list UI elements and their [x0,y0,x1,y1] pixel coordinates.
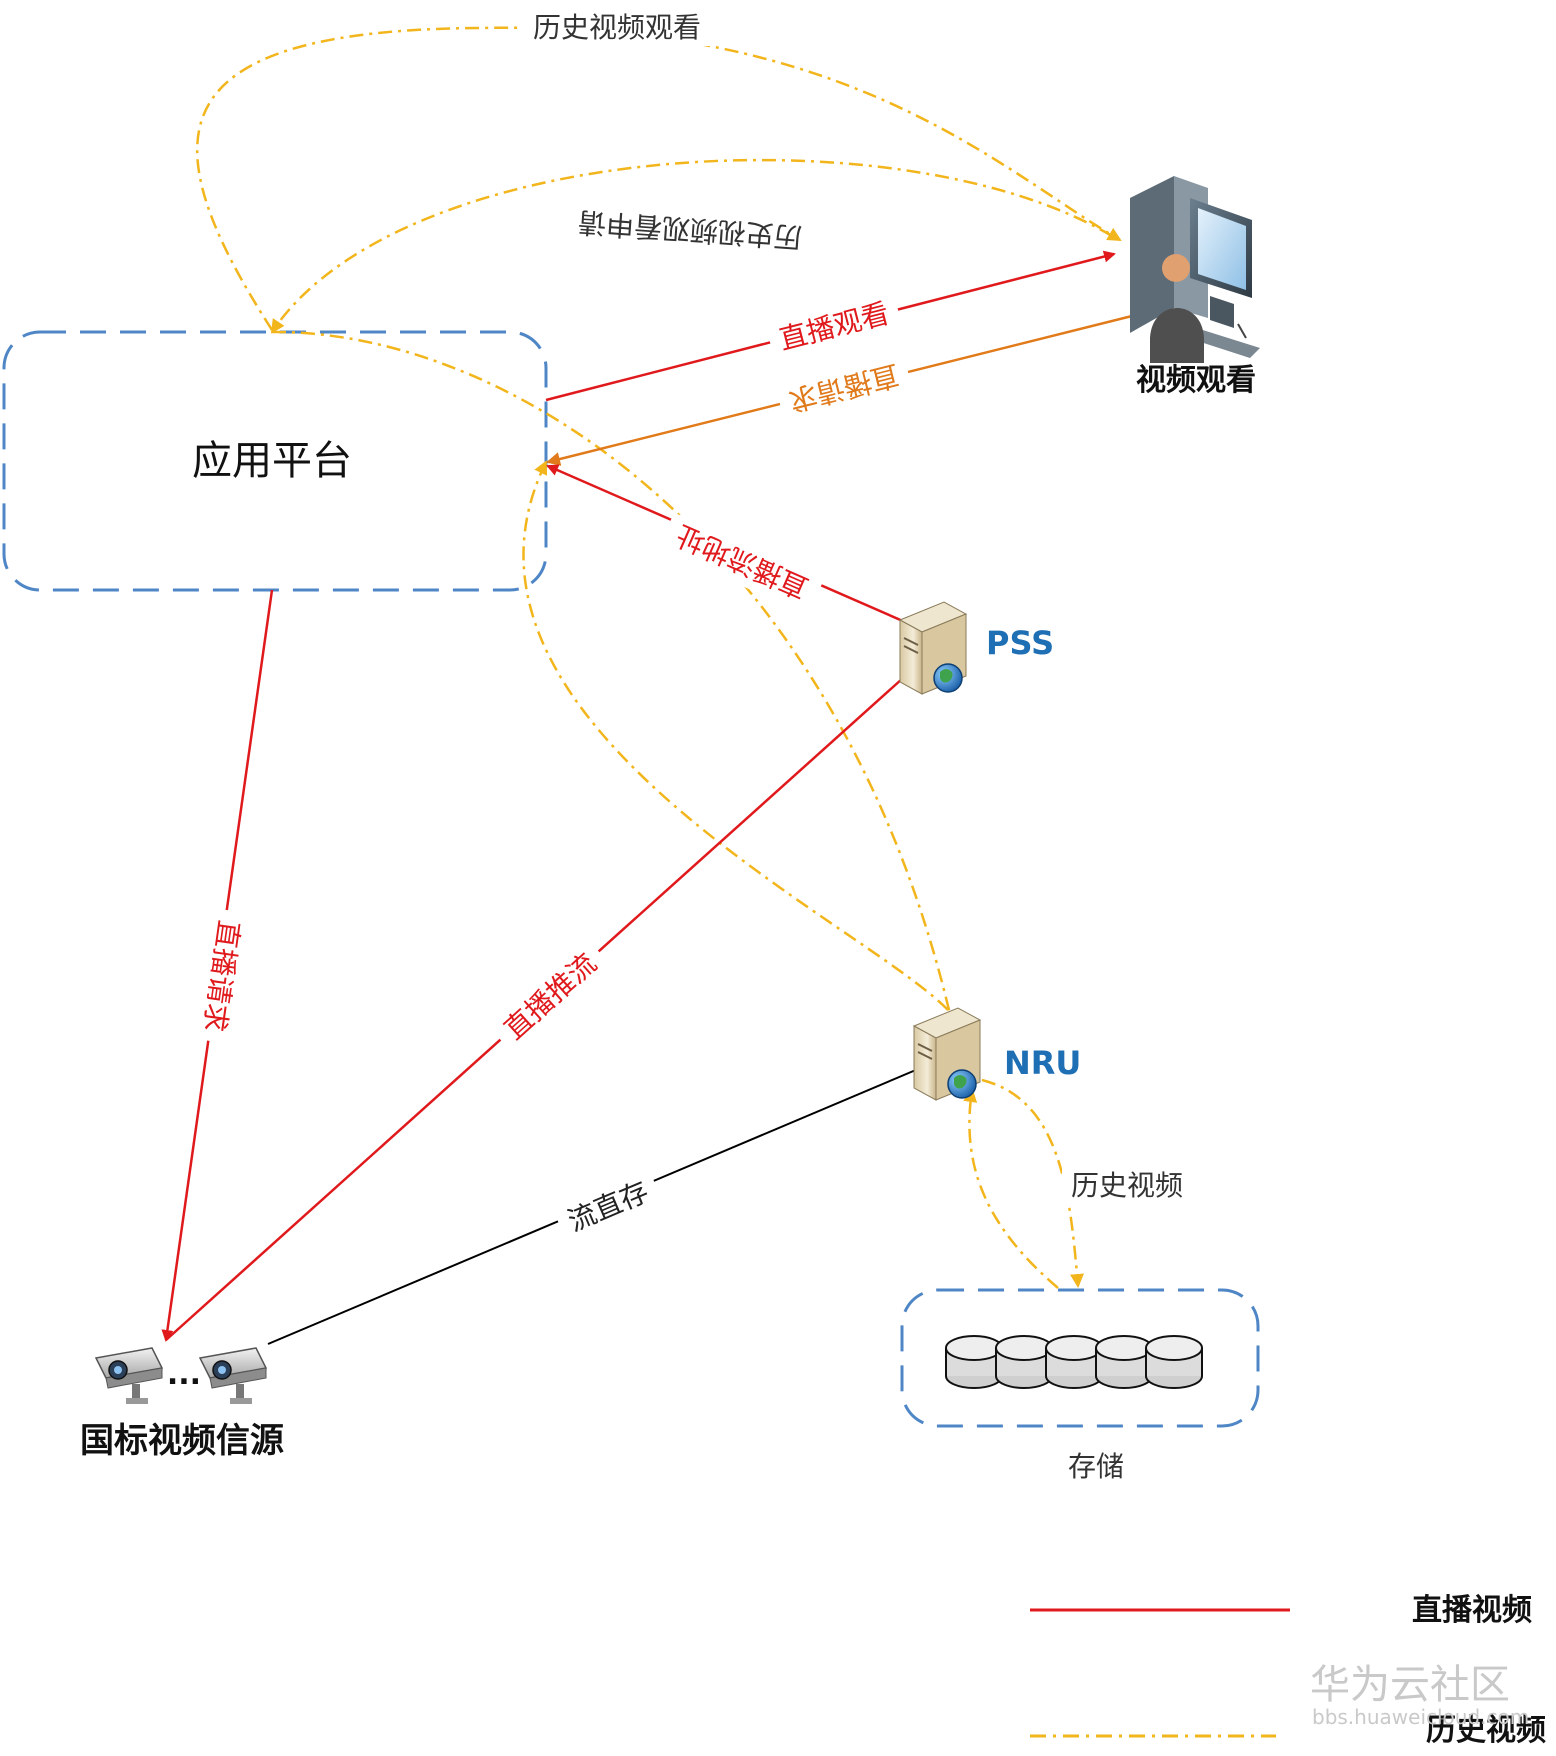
pss-server-icon [898,601,968,695]
label-history-apply: 历史视频观看申请 [577,205,803,254]
nru-label: NRU [1004,1044,1081,1082]
svg-text:直播推流: 直播推流 [498,947,603,1046]
edge-history-nru-platform [522,460,949,1011]
viewer-label: 视频观看 [1136,363,1256,398]
edge-history-storage-nru [963,1088,1059,1289]
storage-label: 存储 [1068,1450,1124,1483]
pss-label: PSS [986,624,1054,662]
svg-text:历史视频观看申请: 历史视频观看申请 [577,205,803,254]
cctv-camera-icon [94,1347,164,1404]
user-computer-icon [1130,176,1260,363]
edge-history-platform-nru [271,330,965,1062]
watermark-brand: 华为云社区 [1310,1662,1510,1708]
legend-live-label: 直播视频 [1412,1593,1532,1628]
label-live-request-source: 直播请求 [194,908,253,1045]
legend-history-label: 历史视频 [1426,1713,1546,1748]
label-live-watch: 直播观看 [764,288,903,360]
edge-history-apply [270,158,1113,334]
watermark-url: bbs.huaweicloud.com [1312,1705,1529,1729]
disk [1045,1335,1103,1389]
disk [1095,1335,1153,1389]
disk-array-icon [945,1335,1203,1389]
nru-server-icon [912,1007,982,1101]
svg-text:历史视频观看: 历史视频观看 [533,11,701,44]
storage-box [900,1288,1260,1428]
disk [1145,1335,1203,1389]
source-ellipsis: ... [167,1357,201,1392]
disk [945,1335,1003,1389]
cctv-camera-icon [198,1347,268,1404]
label-live-request-viewer: 直播请求 [775,354,914,426]
disk [995,1335,1053,1389]
svg-text:历史视频: 历史视频 [1071,1169,1183,1202]
edge-history-nru-storage [981,1078,1084,1288]
label-history-watch: 历史视频观看 [518,6,716,46]
edge-history-watch [195,26,1122,331]
label-stream-store: 流直存 [551,1165,663,1243]
label-history-video: 历史视频 [1062,1164,1192,1204]
source-label: 国标视频信源 [80,1421,284,1461]
app-platform-label: 应用平台 [192,438,352,484]
label-live-push: 直播推流 [486,935,612,1054]
label-live-stream-addr: 直播流地址 [658,512,825,615]
